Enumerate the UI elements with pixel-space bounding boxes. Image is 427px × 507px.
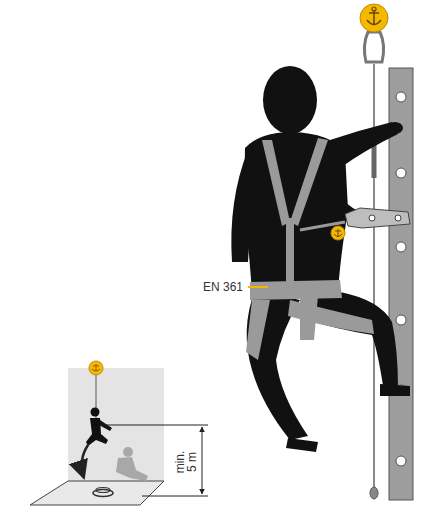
harness — [246, 138, 374, 360]
dimension — [100, 425, 208, 496]
dimension-label: 5 m — [186, 452, 198, 472]
dimension-label: min. — [174, 451, 186, 474]
inset — [30, 361, 164, 505]
standard-label: EN 361 — [203, 281, 243, 293]
climber — [231, 66, 410, 452]
anchor-rope — [360, 4, 388, 499]
rope-grab — [300, 208, 410, 240]
leader-line — [248, 286, 268, 288]
